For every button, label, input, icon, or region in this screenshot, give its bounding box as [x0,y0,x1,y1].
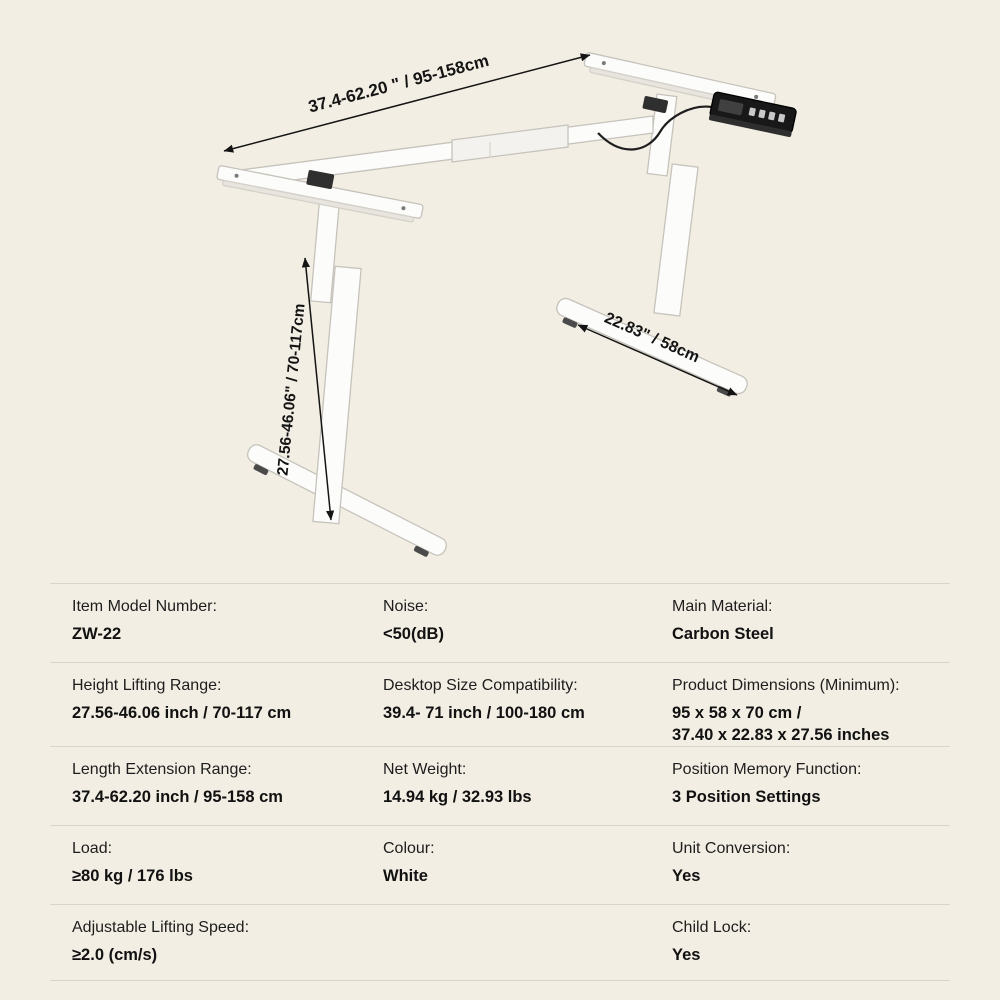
spec-label: Main Material: [672,598,773,615]
spec-label: Load: [72,840,113,857]
spec-value: <50(dB) [383,625,444,643]
spec-cell-empty [383,918,672,980]
height-dimension-line [301,257,335,521]
desk-frame-diagram: 37.4-62.20 " / 95-158cm 27.56-46.06" / 7… [216,51,797,557]
spec-value: White [383,867,428,885]
spec-value: ZW-22 [72,625,122,643]
control-keypad [708,91,797,138]
spec-table: Item Model Number: ZW-22 Noise: <50(dB) … [50,583,950,981]
spec-row: Height Lifting Range: 27.56-46.06 inch /… [50,662,950,746]
spec-label: Height Lifting Range: [72,677,222,694]
left-foot [247,444,447,557]
spec-value: 27.56-46.06 inch / 70-117 cm [72,704,292,722]
crossbeam [239,115,654,188]
spec-cell-load: Load: ≥80 kg / 176 lbs [50,839,383,904]
spec-row: Load: ≥80 kg / 176 lbs Colour: White Uni… [50,825,950,904]
spec-label: Child Lock: [672,919,752,936]
spec-label: Unit Conversion: [672,840,791,857]
depth-dimension-line [577,324,738,396]
spec-value: Yes [672,946,701,964]
width-dimension-line [223,53,591,153]
spec-value: 37.4-62.20 inch / 95-158 cm [72,788,283,806]
spec-label: Noise: [383,598,429,615]
spec-label: Length Extension Range: [72,761,252,778]
spec-cell-child-lock: Child Lock: Yes [672,918,950,980]
width-dimension-label: 37.4-62.20 " / 95-158cm [306,51,490,117]
spec-cell-colour: Colour: White [383,839,672,904]
spec-row: Length Extension Range: 37.4-62.20 inch … [50,746,950,825]
right-foot [556,297,748,397]
spec-row: Adjustable Lifting Speed: ≥2.0 (cm/s) Ch… [50,904,950,981]
spec-label: Product Dimensions (Minimum): [672,677,900,694]
left-column [309,200,362,525]
spec-value: Carbon Steel [672,625,774,643]
right-beam-bracket [642,96,669,114]
right-column [646,93,699,317]
spec-value: 95 x 58 x 70 cm / 37.40 x 22.83 x 27.56 … [672,704,890,744]
left-beam-bracket [306,170,335,190]
desk-frame-illustration: 37.4-62.20 " / 95-158cm 27.56-46.06" / 7… [216,51,797,557]
spec-label: Position Memory Function: [672,761,862,778]
spec-cell-desktop-size: Desktop Size Compatibility: 39.4- 71 inc… [383,676,672,746]
spec-cell-length-range: Length Extension Range: 37.4-62.20 inch … [50,760,383,825]
spec-label: Item Model Number: [72,598,217,615]
keypad-buttons [748,107,786,123]
spec-cell-lifting-speed: Adjustable Lifting Speed: ≥2.0 (cm/s) [50,918,383,980]
spec-cell-height-range: Height Lifting Range: 27.56-46.06 inch /… [50,676,383,746]
spec-cell-unit-conversion: Unit Conversion: Yes [672,839,950,904]
spec-cell-product-dimensions: Product Dimensions (Minimum): 95 x 58 x … [672,676,950,746]
power-cable [597,105,713,151]
spec-value: 39.4- 71 inch / 100-180 cm [383,704,585,722]
spec-cell-noise: Noise: <50(dB) [383,597,672,662]
spec-cell-model: Item Model Number: ZW-22 [50,597,383,662]
spec-value: 14.94 kg / 32.93 lbs [383,788,532,806]
spec-value: 3 Position Settings [672,788,821,806]
spec-label: Desktop Size Compatibility: [383,677,578,694]
spec-label: Colour: [383,840,435,857]
spec-cell-memory-function: Position Memory Function: 3 Position Set… [672,760,950,825]
spec-cell-net-weight: Net Weight: 14.94 kg / 32.93 lbs [383,760,672,825]
spec-row: Item Model Number: ZW-22 Noise: <50(dB) … [50,583,950,662]
spec-label: Net Weight: [383,761,467,778]
spec-value: ≥2.0 (cm/s) [72,946,158,964]
height-dimension-label: 27.56-46.06" / 70-117cm [274,303,308,477]
spec-cell-material: Main Material: Carbon Steel [672,597,950,662]
spec-label: Adjustable Lifting Speed: [72,919,250,936]
spec-value: Yes [672,867,701,885]
dimension-lines [223,53,738,521]
spec-value: ≥80 kg / 176 lbs [72,867,193,885]
